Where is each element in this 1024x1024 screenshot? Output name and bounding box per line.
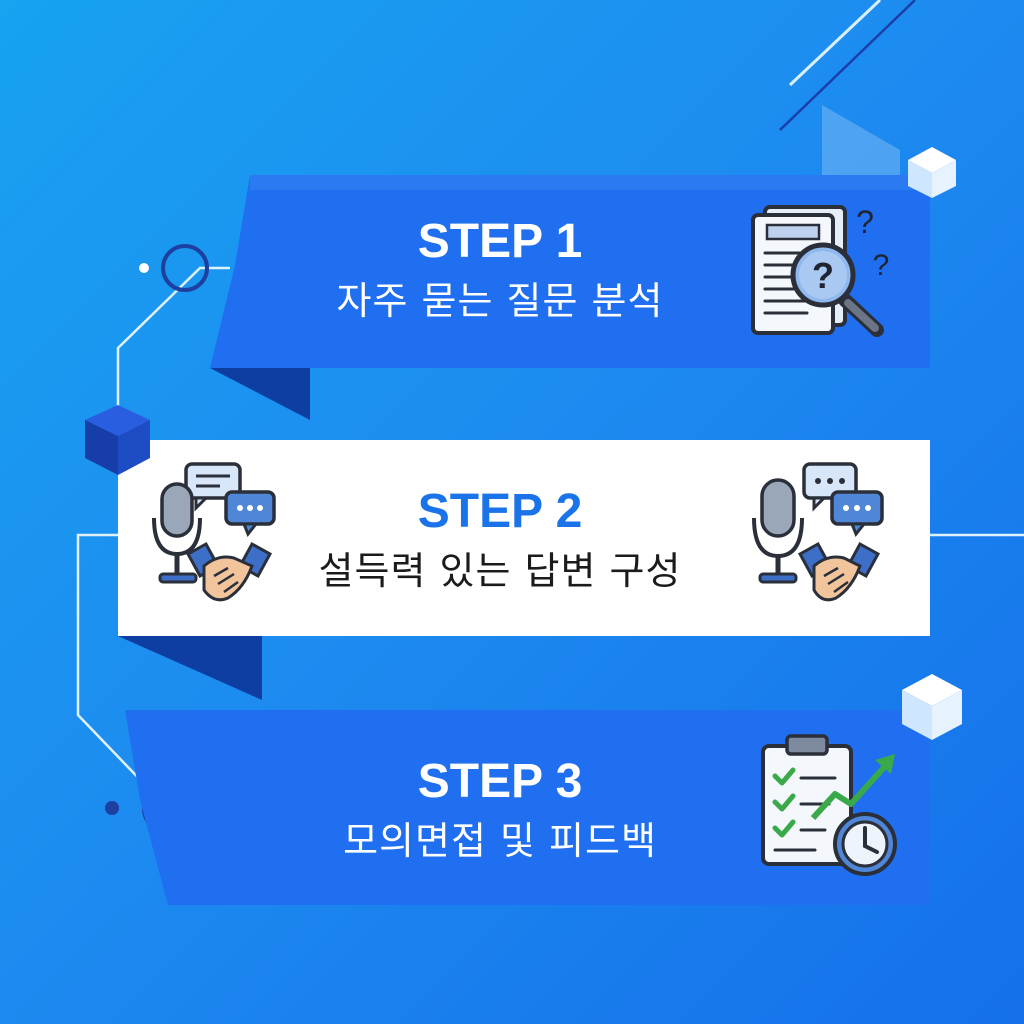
svg-text:?: ? — [812, 255, 834, 296]
microphone-handshake-chat-icon-right — [752, 462, 884, 602]
step-3-title: STEP 3 — [417, 754, 583, 808]
document-magnifier-question-icon: ? ? ? — [751, 204, 890, 337]
checklist-growth-clock-icon — [761, 734, 897, 876]
step-2-title: STEP 2 — [417, 484, 583, 538]
step-1-banner: STEP 1 자주 묻는 질문 분석 — [260, 200, 740, 340]
step-2-banner: STEP 2 설득력 있는 답변 구성 — [260, 470, 740, 610]
step-1-subtitle: 자주 묻는 질문 분석 — [336, 278, 664, 323]
microphone-handshake-chat-icon-left — [152, 462, 276, 602]
step-3-subtitle: 모의면접 및 피드백 — [343, 818, 657, 863]
svg-text:?: ? — [873, 249, 890, 282]
svg-text:?: ? — [856, 204, 874, 240]
step-3-banner: STEP 3 모의면접 및 피드백 — [260, 740, 740, 880]
step-2-subtitle: 설득력 있는 답변 구성 — [318, 548, 682, 593]
step-1-title: STEP 1 — [417, 214, 583, 268]
